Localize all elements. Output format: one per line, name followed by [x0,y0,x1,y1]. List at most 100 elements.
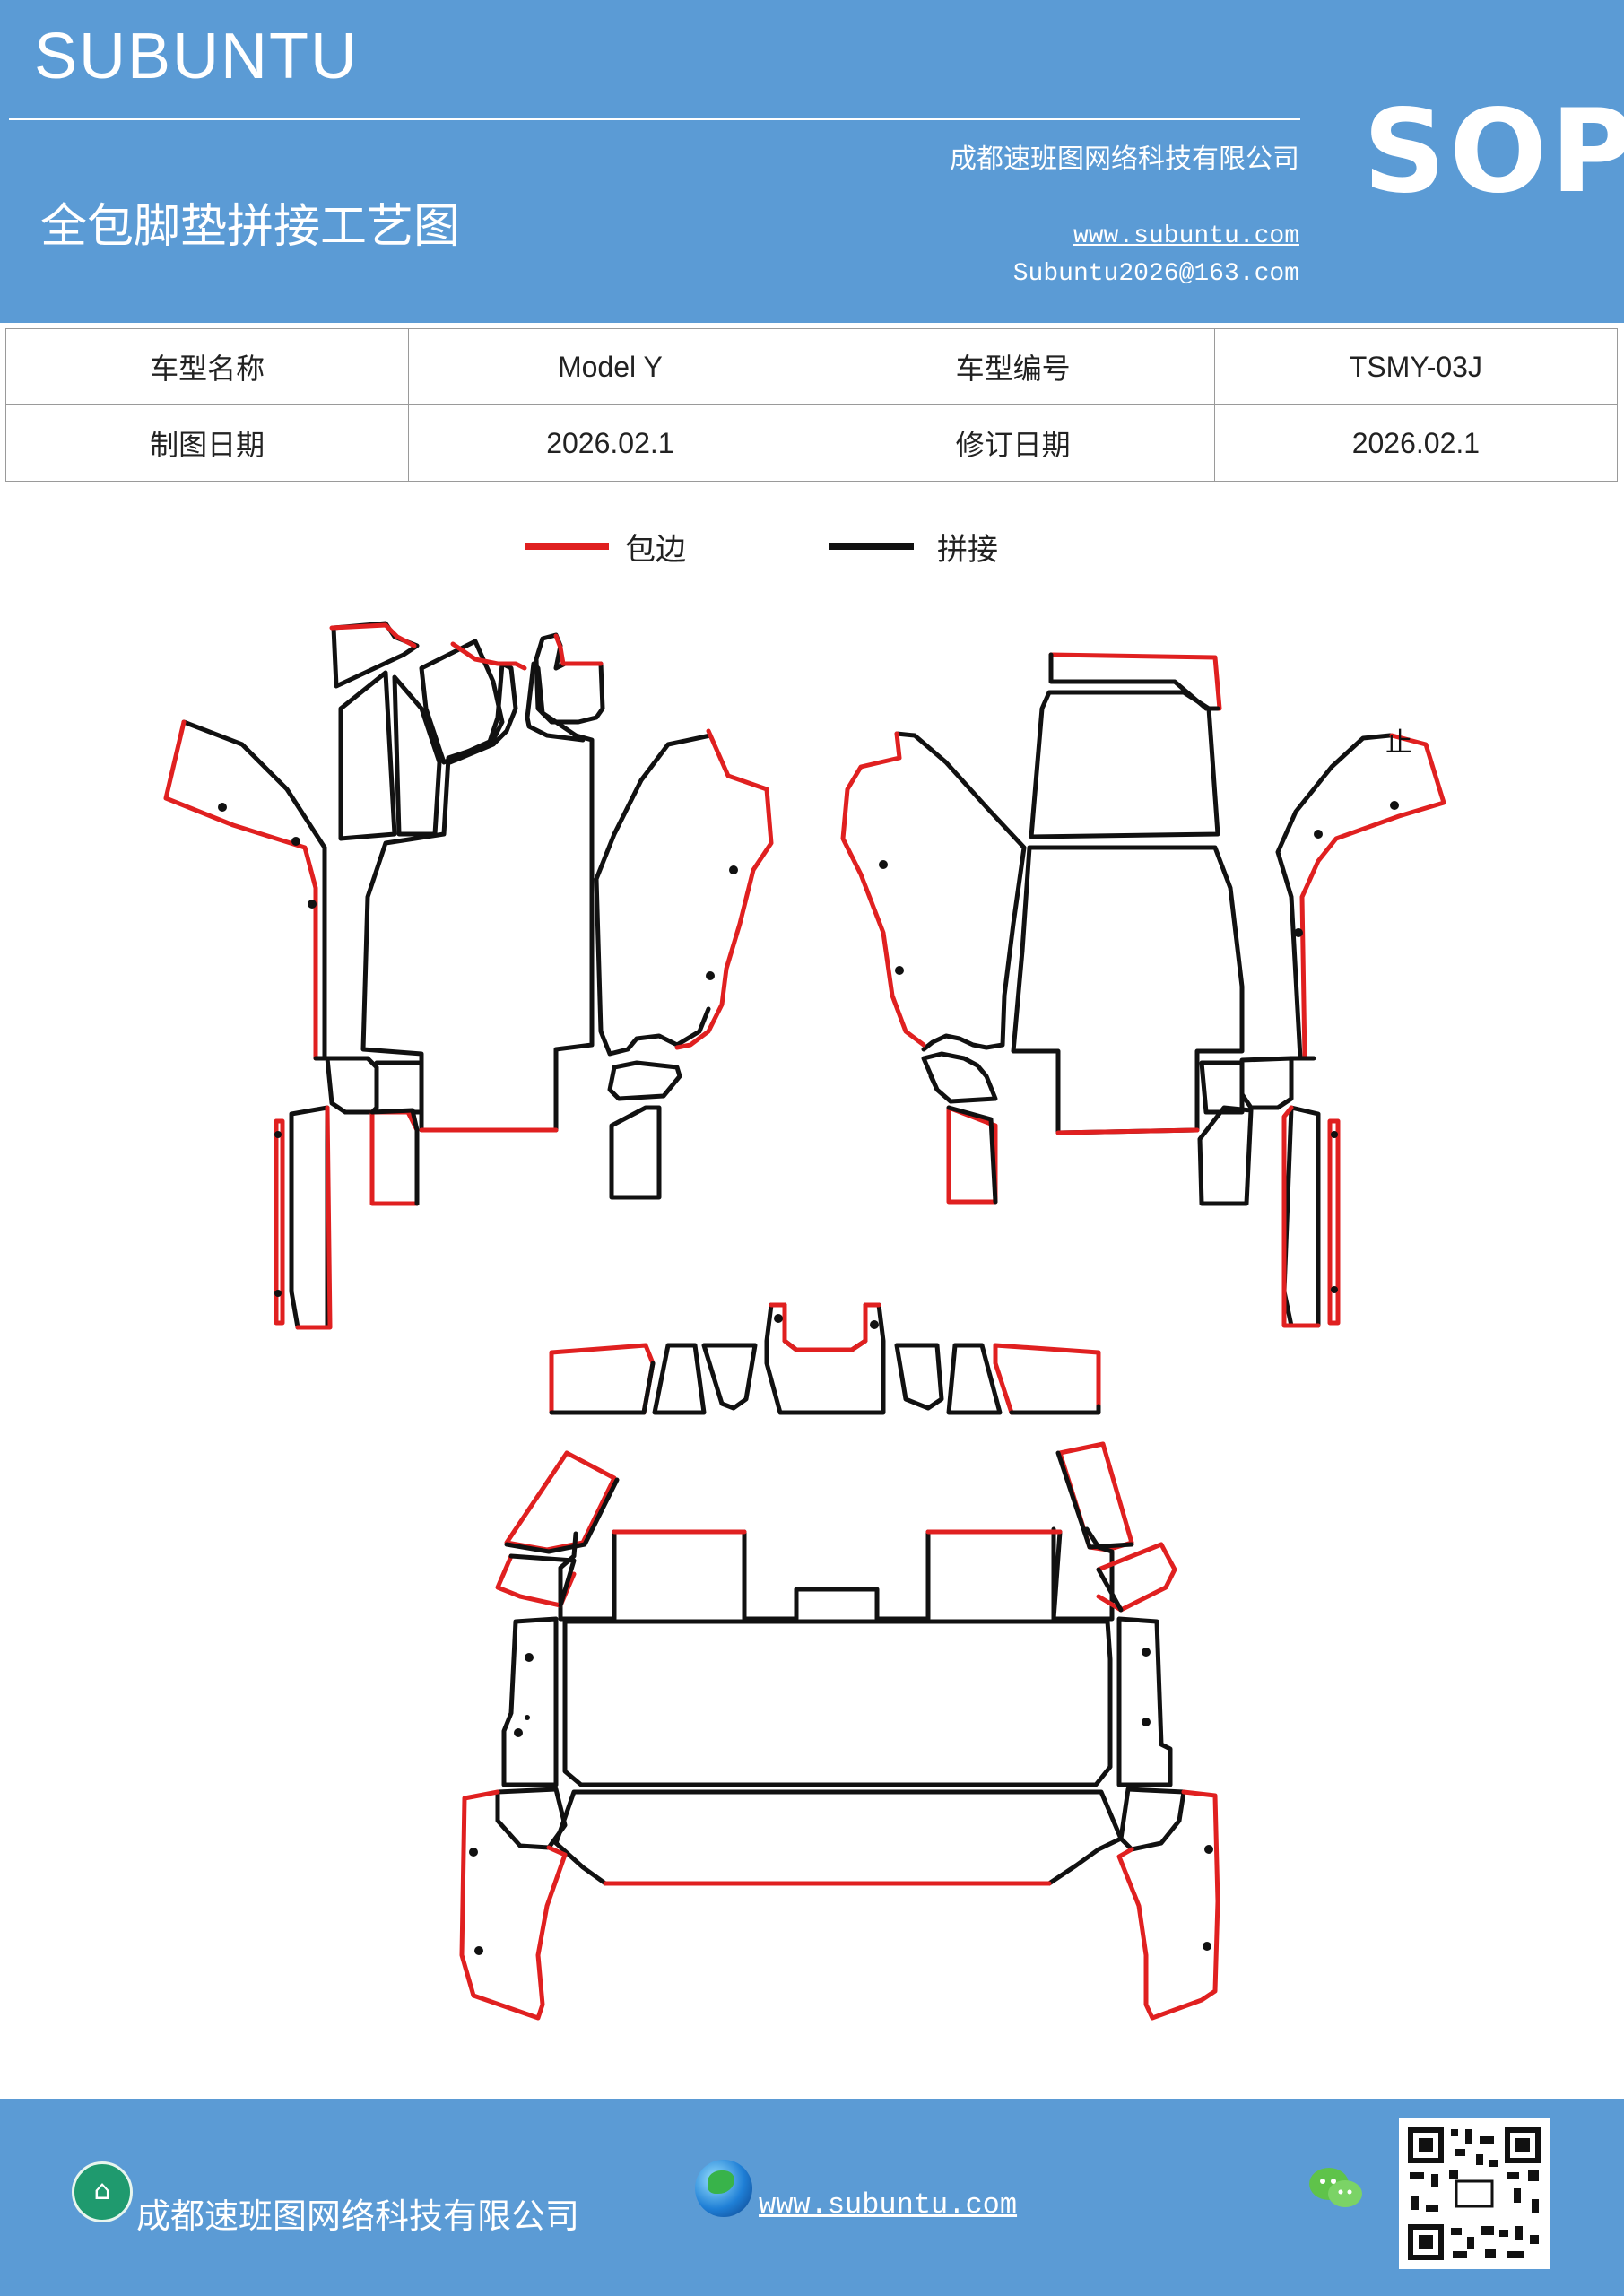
rivet-dot [729,865,738,874]
table-row: 车型名称 Model Y 车型编号 TSMY-03J [4,328,1619,405]
revision-date-value: 2026.02.1 [1213,404,1619,482]
mat-piece [504,1450,617,1552]
rivet-dot [274,1290,282,1297]
footer-banner: ⌂ 成都速班图网络科技有限公司 www.subuntu.com [0,2099,1624,2296]
document-title: 全包脚垫拼接工艺图 [40,200,461,254]
rivet-dot [474,1946,483,1955]
rivet-dot [1142,1648,1151,1657]
mat-piece [274,1118,285,1326]
mat-piece [607,1060,682,1101]
mat-piece [508,1553,577,1608]
header-email: Subuntu2026@163.com [1012,260,1299,288]
rivet-dot [525,1715,530,1720]
mat-piece [894,1343,944,1411]
mat-piece [553,633,604,666]
rivet-dot [706,971,715,980]
wechat-icon [1309,2168,1362,2207]
mat-piece [769,1302,881,1352]
draw-date-value: 2026.02.1 [408,404,812,482]
rivet-dot [1390,801,1399,810]
mat-piece [1197,1105,1254,1206]
brand-logo-text: SUBUNTU [34,21,360,92]
mat-piece [558,1529,617,1622]
rivet-dot [870,1320,879,1329]
rivet-dot [895,966,904,975]
mat-piece [450,641,527,671]
revision-date-label: 修订日期 [811,404,1215,482]
legend-edge-label: 包边 [625,532,686,568]
mat-piece [921,1051,998,1104]
model-code-label: 车型编号 [811,328,1215,405]
rivet-dot [308,900,317,909]
header-company-name: 成都速班图网络科技有限公司 [950,144,1299,175]
mat-piece [1009,1404,1101,1415]
rivet-dot [291,837,300,846]
mat-piece [369,1109,420,1206]
globe-icon [695,2160,752,2217]
rivet-dot [525,1653,534,1662]
floor-mat-diagram: 止 [163,621,1446,2021]
mat-piece [1239,1056,1294,1110]
mat-piece [549,1343,656,1415]
building-icon: ⌂ [72,2161,133,2222]
mat-piece [501,1616,559,1787]
mat-piece [1055,1127,1200,1135]
mat-piece [652,1343,707,1415]
mat-piece [1199,1060,1245,1115]
mat-piece [1281,1105,1321,1328]
mat-piece [295,1105,333,1330]
model-name-value: Model Y [408,328,812,405]
mat-piece [609,1105,662,1200]
mat-piece [313,845,327,1061]
mat-piece [181,719,327,850]
header-banner: SUBUNTU 成都速班图网络科技有限公司 SOP 全包脚垫拼接工艺图 www.… [0,0,1624,323]
mat-piece [329,622,417,648]
mat-piece [1116,1616,1173,1787]
mat-piece [993,1343,1101,1415]
rivet-dot [469,1848,478,1857]
mat-piece [331,621,420,689]
model-name-label: 车型名称 [4,328,410,405]
mat-piece [504,1477,620,1554]
mat-piece [1011,845,1245,1135]
mat-piece [289,1105,330,1330]
mat-piece [840,731,926,1048]
mat-piece [1116,1789,1220,2021]
rivet-dot [1331,1286,1338,1293]
mat-piece [163,719,318,1061]
rivet-dot [514,1728,523,1737]
mat-piece [419,639,505,765]
qr-code[interactable] [1399,2118,1550,2269]
mat-piece [1029,690,1220,839]
mat-piece [374,1060,424,1115]
header-website-link[interactable]: www.subuntu.com [1073,222,1299,250]
rivet-dot [879,860,888,869]
mat-piece [946,1105,998,1205]
mat-piece [701,1343,758,1411]
mat-piece [1096,1567,1124,1613]
mat-piece [534,632,605,725]
draw-date-label: 制图日期 [4,404,410,482]
rivet-dot [274,1131,282,1138]
mat-piece [1299,733,1446,1061]
legend-seam-label: 拼接 [937,532,998,568]
rivet-dot [218,803,227,812]
model-code-value: TSMY-03J [1213,328,1619,405]
mat-piece [392,674,442,837]
mat-piece [946,1343,1003,1415]
header-divider [9,118,1300,120]
vehicle-info-table: 车型名称 Model Y 车型编号 TSMY-03J 制图日期 2026.02.… [4,328,1619,482]
legend-edge-swatch [525,543,609,550]
footer-website-link[interactable]: www.subuntu.com [759,2188,1018,2222]
mat-piece [338,670,397,841]
footer-company-name: 成都速班图网络科技有限公司 [136,2196,580,2236]
mat-piece [553,1789,1124,1886]
mat-piece [894,731,1027,1052]
rivet-dot [1203,1942,1211,1951]
mat-piece [1327,1118,1341,1326]
mat-piece [594,733,713,1057]
mat-piece [325,1056,379,1115]
mat-piece [612,1529,1063,1622]
rivet-dot [1314,830,1323,839]
mat-piece [495,1787,568,1850]
